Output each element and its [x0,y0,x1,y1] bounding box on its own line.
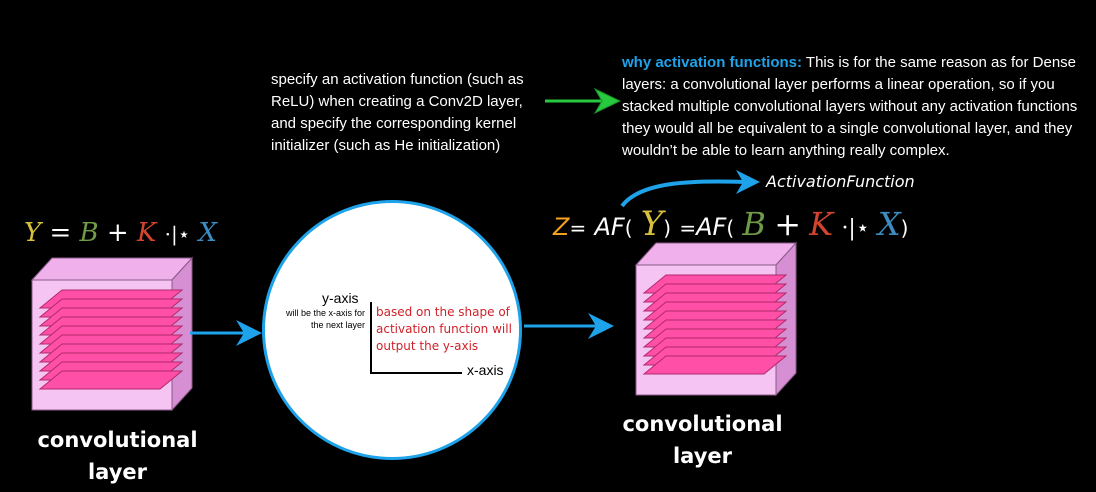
x-axis-label: x-axis [467,362,504,378]
note-activation-spec: specify an activation function (such as … [271,71,524,154]
eq-left-Y: Y [24,218,42,248]
note-why-body: This is for the same reason as for Dense… [622,54,1078,159]
eq-right-plus: + [774,205,801,243]
activation-function-label: ActivationFunction [766,172,915,191]
eq-left-B: B [79,218,99,248]
equation-right: Z= AF( Y) =AF( B + K ·|⋆ X) [553,204,908,244]
left-layer-label: convolutional layer [37,428,198,484]
arrow-to-circle-icon [190,320,262,346]
curved-arrow-icon [620,170,760,208]
x-axis-line [370,372,462,374]
eq-left-K: K [136,218,157,248]
eq-right-K: K [809,205,834,243]
eq-right-lparen-1: ( [624,216,633,240]
y-axis-note: will be the x-axis for the next layer [285,308,365,330]
eq-right-X: X [877,205,901,243]
eq-left-plus: + [106,218,129,248]
left-filter-stack [38,289,184,390]
note-why-heading: why activation functions: [622,54,803,71]
equation-left: Y = B + K ·|⋆ X [24,218,217,248]
y-axis-label: y-axis [322,290,359,306]
arrow-to-layer-icon [524,313,614,339]
y-axis-line [370,302,372,374]
activation-circle [262,200,522,460]
note-why-activation: why activation functions: This is for th… [622,52,1092,162]
eq-right-Z: Z [553,213,570,241]
eq-right-lparen-2: ( [726,216,735,240]
left-cube-icon [31,257,193,411]
right-cube-icon [635,242,797,396]
green-arrow-icon [545,87,622,115]
right-layer-label: convolutional layer [622,412,783,468]
eq-left-equals: = [49,218,72,248]
right-filter-stack [642,274,788,375]
eq-right-B: B [742,205,766,243]
eq-right-af-2: AF [696,213,727,241]
eq-right-equals-1: = [569,216,587,240]
activation-shape-note: based on the shape of activation functio… [376,305,512,353]
eq-left-X: X [198,218,218,248]
eq-right-rparen-2: ) [900,216,909,240]
eq-right-Y: Y [640,204,664,244]
eq-right-rparen-1: ) [663,216,672,240]
eq-right-equals-2: = [679,216,697,240]
eq-left-conv-op: ·|⋆ [164,222,191,246]
eq-right-af-1: AF [594,213,625,241]
eq-right-conv-op: ·|⋆ [841,216,870,241]
